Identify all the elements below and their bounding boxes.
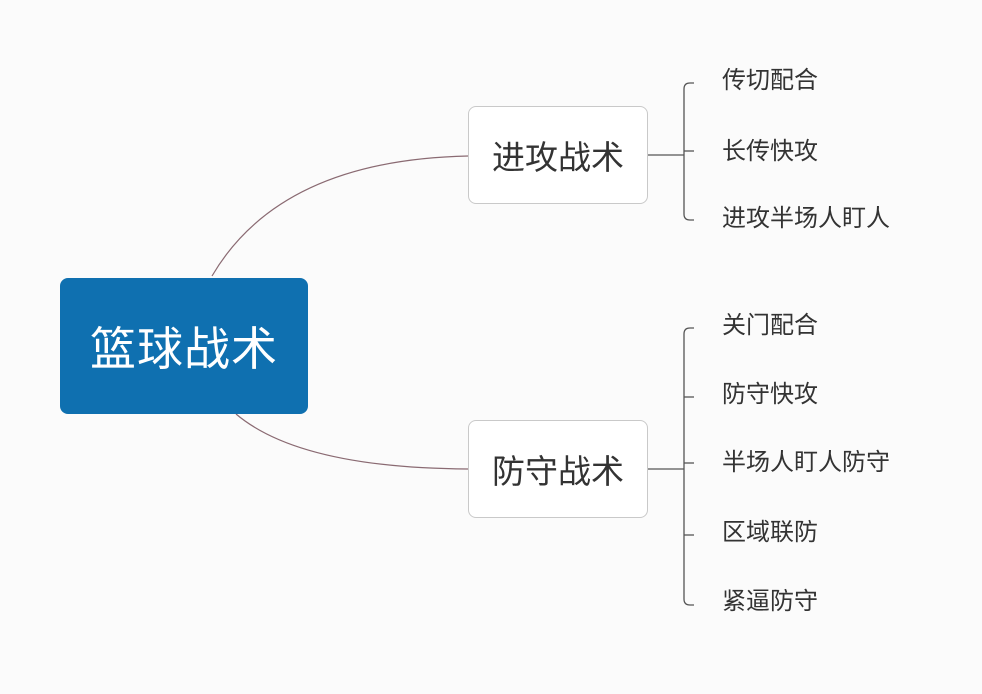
- leaf-node[interactable]: 防守快攻: [722, 380, 818, 408]
- branch-node-defense[interactable]: 防守战术: [468, 420, 648, 518]
- root-node-label: 篮球战术: [90, 322, 278, 376]
- branch-node-label: 进攻战术: [492, 138, 624, 177]
- leaf-node[interactable]: 传切配合: [722, 66, 818, 94]
- leaf-node[interactable]: 区域联防: [722, 518, 818, 546]
- leaf-node[interactable]: 进攻半场人盯人: [722, 204, 890, 232]
- root-node[interactable]: 篮球战术: [60, 278, 308, 414]
- root-to-offense-connector: [211, 155, 469, 277]
- leaf-node[interactable]: 紧逼防守: [722, 587, 818, 615]
- leaf-node[interactable]: 长传快攻: [722, 137, 818, 165]
- defense-bracket: [648, 327, 694, 606]
- leaf-node[interactable]: 半场人盯人防守: [722, 448, 890, 476]
- leaf-node[interactable]: 关门配合: [722, 311, 818, 339]
- branch-node-label: 防守战术: [492, 452, 624, 491]
- root-to-defense-connector: [235, 413, 469, 470]
- offense-bracket: [648, 82, 694, 221]
- branch-node-offense[interactable]: 进攻战术: [468, 106, 648, 204]
